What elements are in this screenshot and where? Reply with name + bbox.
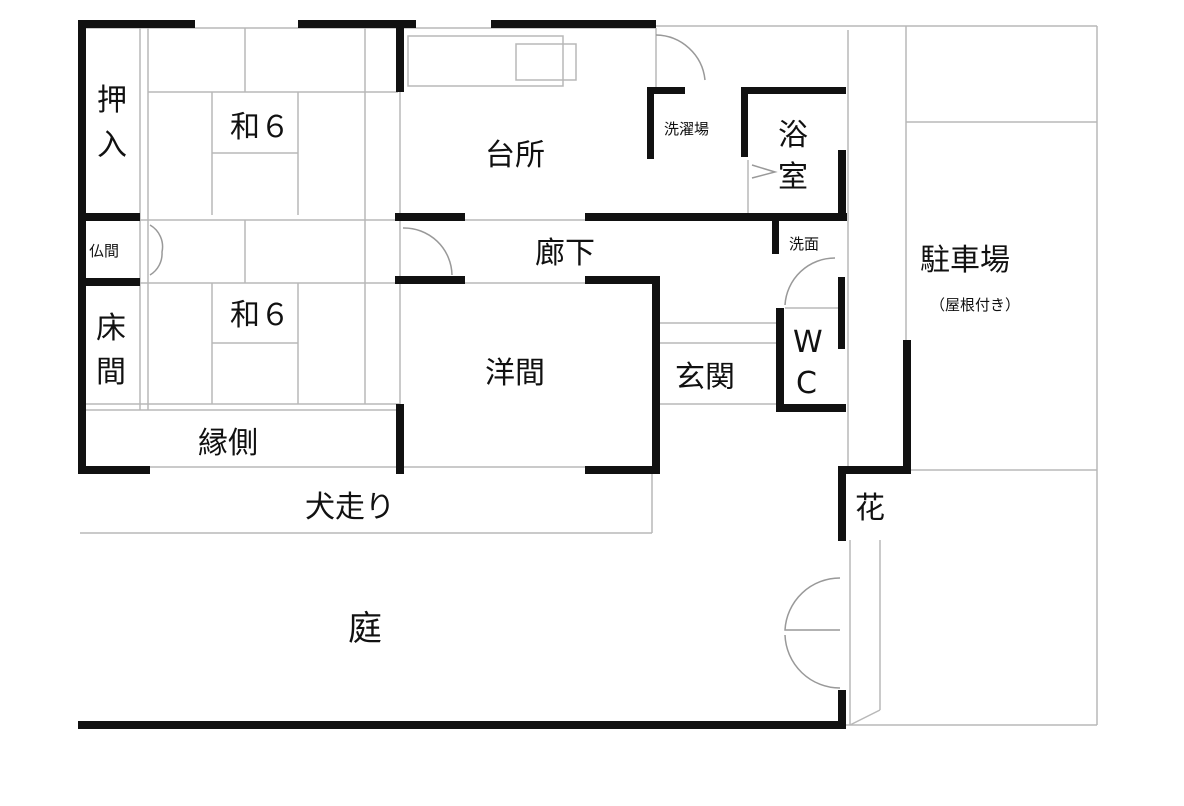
label-parking: 駐車場 bbox=[920, 243, 1010, 278]
label-tokonoma-2: 間 bbox=[96, 355, 126, 390]
room-labels: 押 入 押入 和６ 台所 洗濯場 浴 室 浴室 仏間 廊下 洗面 床 間 床間 … bbox=[89, 83, 1020, 649]
label-bath-2: 室 bbox=[778, 160, 808, 195]
label-wc-1: W bbox=[793, 325, 823, 360]
label-bath-1: 浴 bbox=[778, 118, 808, 153]
label-kitchen: 台所 bbox=[485, 138, 545, 173]
label-inubashiri: 犬走り bbox=[305, 490, 395, 525]
label-engawa: 縁側 bbox=[198, 426, 258, 461]
label-wc-2: C bbox=[796, 366, 817, 401]
label-washitsu-top: 和６ bbox=[230, 110, 290, 145]
label-oshiire-1: 押 bbox=[97, 83, 127, 118]
walls bbox=[78, 20, 911, 729]
label-washitsu-bottom: 和６ bbox=[230, 298, 290, 333]
label-garden: 庭 bbox=[348, 609, 382, 649]
doors bbox=[149, 34, 841, 689]
thin-lines bbox=[80, 25, 1098, 726]
label-butsuma: 仏間 bbox=[89, 242, 119, 260]
label-flower: 花 bbox=[855, 491, 885, 526]
label-youma: 洋間 bbox=[485, 356, 545, 391]
label-parking-note: （屋根付き） bbox=[930, 296, 1020, 314]
label-laundry: 洗濯場 bbox=[664, 120, 709, 138]
label-senmen: 洗面 bbox=[789, 235, 819, 253]
label-oshiire-2: 入 bbox=[97, 128, 127, 163]
label-hallway: 廊下 bbox=[535, 236, 595, 271]
label-entrance: 玄関 bbox=[675, 360, 735, 395]
label-tokonoma-1: 床 bbox=[96, 311, 126, 346]
